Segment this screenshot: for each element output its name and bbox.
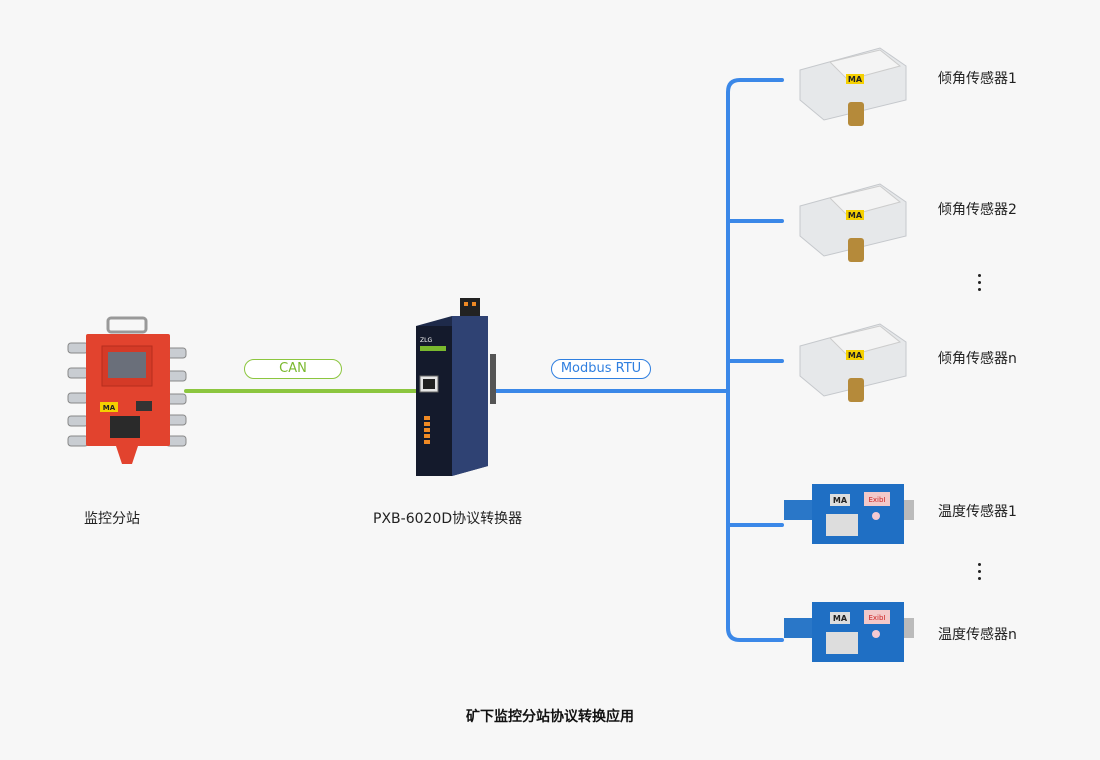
modbus-rtu-protocol-label: Modbus RTU <box>551 359 651 379</box>
tilt-sensor-2-device: MA <box>799 183 907 262</box>
station-label: 监控分站 <box>84 511 140 527</box>
protocol-converter-device: ZLG <box>416 298 496 476</box>
ma-badge: MA <box>848 211 863 220</box>
diagram-title: 矿下监控分站协议转换应用 <box>466 709 634 725</box>
ma-badge: MA <box>833 614 848 623</box>
tilt-sensor-n-device: MA <box>799 323 907 402</box>
tilt-sensor-n-label: 倾角传感器n <box>938 351 1017 367</box>
exib-mark: ExibI <box>868 614 885 622</box>
converter-brand-logo: ZLG <box>420 337 432 344</box>
temperature-sensor-n-device: MA ExibI <box>784 602 914 662</box>
temperature-ellipsis-icon <box>978 563 982 584</box>
tilt-sensor-1-device: MA <box>799 47 907 126</box>
ma-badge: MA <box>833 496 848 505</box>
tilt-sensor-2-label: 倾角传感器2 <box>938 202 1017 218</box>
exib-mark: ExibI <box>868 496 885 504</box>
monitoring-station-device: MA <box>67 316 187 464</box>
temperature-sensor-n-label: 温度传感器n <box>938 627 1017 643</box>
can-protocol-label: CAN <box>244 359 342 379</box>
ma-badge: MA <box>848 351 863 360</box>
ma-badge: MA <box>848 75 863 84</box>
station-ma-badge: MA <box>103 404 116 412</box>
tilt-sensor-1-label: 倾角传感器1 <box>938 71 1017 87</box>
converter-label: PXB-6020D协议转换器 <box>373 511 523 527</box>
temperature-sensor-1-device: MA ExibI <box>784 484 914 544</box>
tilt-ellipsis-icon <box>978 274 982 295</box>
temperature-sensor-1-label: 温度传感器1 <box>938 504 1017 520</box>
